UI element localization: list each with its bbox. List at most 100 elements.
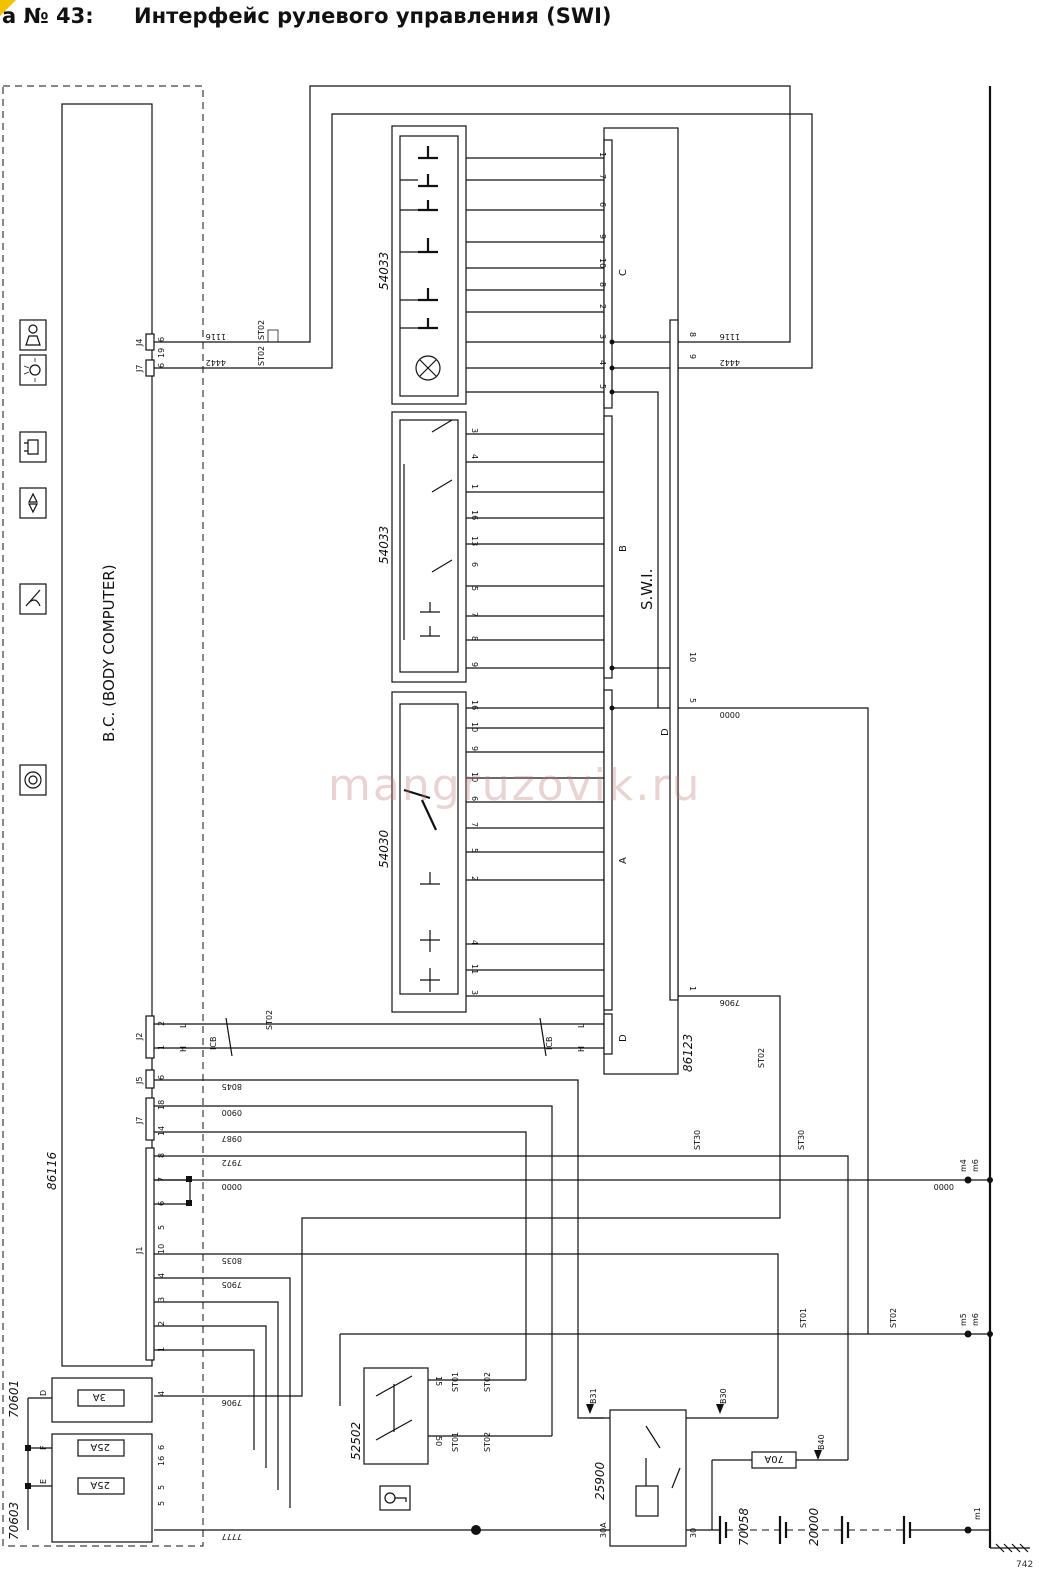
svg-text:10: 10 [157,1244,166,1254]
svg-text:7: 7 [598,174,607,179]
svg-text:ST02: ST02 [483,1432,492,1452]
svg-text:ST01: ST01 [451,1372,460,1392]
switch-b-pin-numbers: 3 4 1 16 13 6 5 7 8 9 [470,428,479,667]
pushbutton-contacts-c [418,146,438,330]
svg-text:J5: J5 [135,1077,144,1085]
wire-7972-label: 7972 [222,1158,242,1167]
main-relay-code: 25900 [593,1461,607,1500]
ground-m5: m5 [959,1313,968,1326]
svg-text:6: 6 [598,202,607,207]
fuse-letter-d: D [39,1390,48,1396]
corner-badge [0,0,16,16]
svg-text:3: 3 [470,990,479,995]
can-bus-lines [154,1023,604,1049]
wire-7906-swi-label: 7906 [720,998,740,1007]
position-light-icon [19,487,47,519]
svg-text:9: 9 [470,746,479,751]
ignition-position-15: 15 [434,1376,443,1386]
toggle-contacts-b [420,419,453,637]
ground-m6-a: m6 [971,1159,980,1172]
fuse-holder-1 [51,1377,153,1423]
wire-4442-label: 4442 [206,358,226,367]
switch-54030-a-code: 54030 [377,829,391,868]
svg-text:J7: J7 [135,365,144,373]
swi-connector-b-label: B [618,545,629,552]
svg-text:4: 4 [598,360,607,365]
ground-m6-b: m6 [971,1313,980,1326]
svg-text:ST02: ST02 [483,1372,492,1392]
svg-text:4: 4 [157,1391,166,1396]
key-icon [379,1485,411,1511]
svg-text:18: 18 [157,1100,166,1110]
svg-text:8: 8 [688,332,697,337]
relay-pin-30: 30 [689,1528,698,1538]
svg-text:11: 11 [470,964,479,974]
svg-text:6: 6 [157,1445,166,1450]
fuse-holder-2-code: 70603 [7,1502,21,1540]
swi-internal-wiring [612,341,670,709]
svg-text:L: L [577,1023,586,1028]
fuse-25a-top: 25A [77,1439,125,1457]
indicator-lamp-icon [415,355,441,381]
svg-text:10: 10 [688,652,697,662]
svg-text:8: 8 [470,636,479,641]
wiper-icon [19,583,47,615]
switch-a-pin-numbers: 16 10 9 10 6 7 5 2 4 11 3 [470,700,479,995]
swi-connector-c-label: C [618,269,629,276]
relay-pin-b40: B40 [817,1434,826,1450]
battery-icon [686,1516,990,1544]
svg-text:H: H [179,1046,188,1052]
swi-connector-d-label: D [660,728,671,736]
svg-text:8: 8 [598,282,607,287]
svg-text:9: 9 [470,662,479,667]
svg-text:6: 6 [470,562,479,567]
svg-text:4: 4 [470,454,479,459]
fuse-feed-wiring [27,1397,52,1530]
svg-text:ST02: ST02 [265,1010,274,1030]
ignition-switch [363,1367,429,1465]
svg-text:L: L [179,1023,188,1028]
fuse-holder-1-code: 70601 [7,1380,21,1418]
battery-plus-junction [471,1525,481,1535]
wire-0987-label: 0987 [222,1134,242,1143]
body-computer-code: 86116 [45,1151,59,1190]
svg-text:2: 2 [598,304,607,309]
svg-text:ST02: ST02 [257,346,266,366]
svg-text:6: 6 [157,1075,166,1080]
body-computer-outline [2,85,204,1547]
wire-7905-label: 7905 [222,1280,242,1289]
swi-module [603,127,679,1075]
switch-54030-a [391,691,467,1013]
ground-m4: m4 [959,1159,968,1172]
svg-text:5: 5 [470,586,479,591]
wire-0000-label: 0000 [222,1182,242,1191]
wire-0900-label: 0900 [222,1108,242,1117]
svg-text:14: 14 [157,1126,166,1136]
svg-text:ST30: ST30 [693,1130,702,1150]
svg-text:J4: J4 [135,339,144,347]
svg-text:25A: 25A [90,1441,110,1452]
headlamp-icon [19,431,47,463]
switch-to-swi-wiring [466,157,604,997]
svg-text:19: 19 [157,348,166,358]
svg-text:13: 13 [470,536,479,546]
ground-m1: m1 [973,1507,982,1520]
splice-st02-top: ST02 ST02 [257,320,279,366]
svg-text:6: 6 [157,363,166,368]
swi-connector-d-lower-label: D [618,1034,629,1042]
svg-text:J1: J1 [135,1247,144,1255]
svg-text:ST01: ST01 [799,1308,808,1328]
splice-labels: ST30 ST30 ST01 ST02 ST02 ST01 ST01 ST02 … [451,1048,898,1452]
battery-code: 20000 [807,1507,821,1546]
wire-4442-loop [154,113,813,369]
fuse-junction-1 [25,1445,31,1451]
switch-c-pin-numbers: 1 7 6 9 10 8 2 3 4 5 [598,152,607,389]
svg-text:1: 1 [598,152,607,157]
fuse-3a: 3A [77,1389,125,1407]
svg-text:3: 3 [598,334,607,339]
diagram-title: Интерфейс рулевого управления (SWI) [134,4,612,28]
svg-text:9: 9 [598,234,607,239]
watermark: mangruzovik.ru [328,760,702,811]
bc-connector-j7: J7 18 14 [135,1097,166,1141]
svg-text:J7: J7 [135,1117,144,1125]
